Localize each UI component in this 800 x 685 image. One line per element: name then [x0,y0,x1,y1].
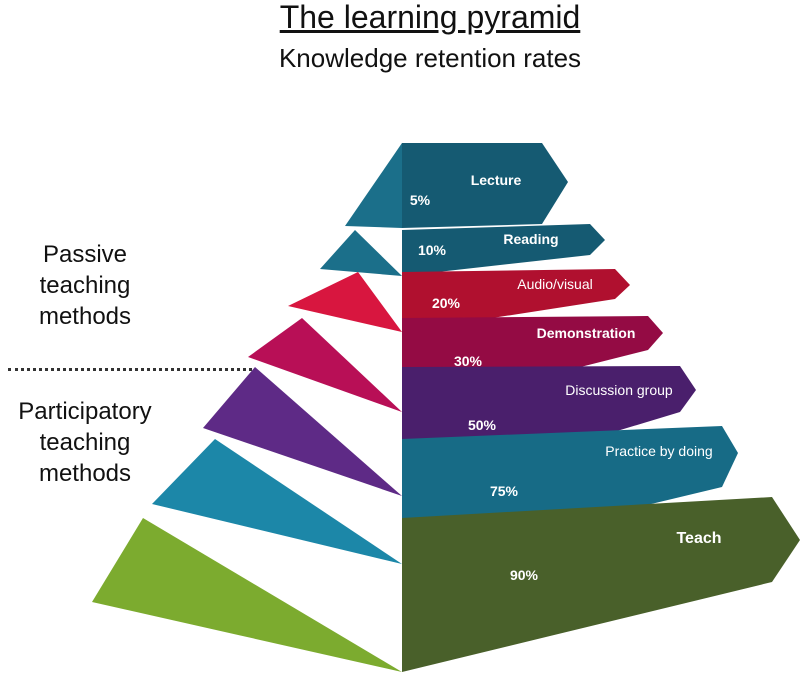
level-name-label: Audio/visual [517,276,593,292]
level-front-face [92,518,402,672]
pyramid-level-reading: Reading 10% [320,224,605,276]
diagram-subtitle: Knowledge retention rates [278,43,582,73]
level-name-label: Demonstration [537,325,636,341]
level-front-face [248,318,402,412]
level-front-face [288,272,402,332]
level-percent-label: 90% [510,567,539,583]
level-arrow-band [402,143,568,228]
level-front-face [203,367,402,496]
level-front-face [320,230,402,276]
level-front-face [345,143,402,228]
level-name-label: Discussion group [565,382,673,398]
diagram-title: The learning pyramid [279,0,581,35]
level-arrow-band [402,269,630,332]
pyramid-level-lecture: Lecture 5% [345,143,568,228]
level-percent-label: 10% [418,242,447,258]
level-name-label: Reading [503,231,558,247]
level-percent-label: 20% [432,295,461,311]
pyramid-level-audio-visual: Audio/visual 20% [288,269,630,332]
level-name-label: Lecture [471,172,522,188]
level-percent-label: 50% [468,417,497,433]
pyramid-level-teach: Teach 90% [92,497,800,672]
level-percent-label: 30% [454,353,483,369]
level-percent-label: 75% [490,483,519,499]
level-front-face [152,439,402,564]
level-arrow-band [402,497,800,672]
group-divider [8,368,252,371]
level-arrow-band [402,224,605,276]
level-percent-label: 5% [410,192,431,208]
level-name-label: Practice by doing [605,443,712,459]
level-name-label: Teach [676,530,721,547]
